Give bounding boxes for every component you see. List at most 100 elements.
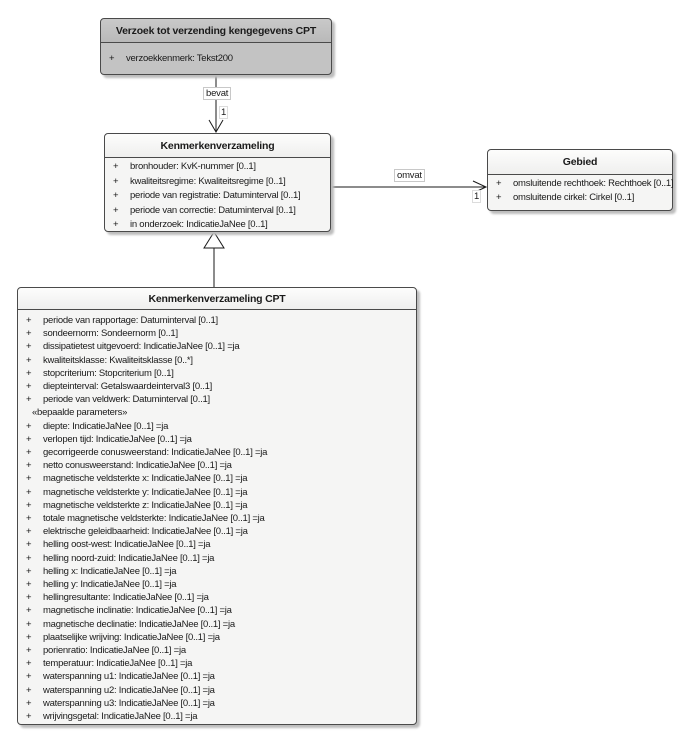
visibility-marker: + [26, 552, 32, 564]
class-verzoek-tot-verzending-kengegevens-cpt[interactable]: Verzoek tot verzending kengegevens CPT +… [100, 18, 332, 75]
attribute-text: elektrische geleidbaarheid: IndicatieJaN… [43, 526, 248, 538]
visibility-marker: + [113, 161, 119, 172]
attribute-row: + omsluitende cirkel: Cirkel [0..1] [488, 191, 672, 205]
attribute-text: helling y: IndicatieJaNee [0..1] =ja [43, 579, 177, 591]
attribute-row: + omsluitende rechthoek: Rechthoek [0..1… [488, 177, 674, 191]
attribute-row: + magnetische declinatie: IndicatieJaNee… [18, 618, 416, 631]
attribute-text: periode van registratie: Datuminterval [… [130, 190, 301, 202]
attribute-row: + wrijvingsgetal: IndicatieJaNee [0..1] … [18, 710, 416, 723]
attribute-row: + helling noord-zuid: IndicatieJaNee [0.… [18, 552, 416, 565]
attribute-row: + diepteinterval: Getalswaardeinterval3 … [18, 380, 416, 393]
visibility-marker: + [26, 433, 32, 445]
attribute-row: + helling oost-west: IndicatieJaNee [0..… [18, 538, 416, 551]
attribute-row: + sondeernorm: Sondeernorm [0..1] [18, 327, 416, 340]
generalization-arrow[interactable] [203, 231, 225, 287]
attribute-row: + magnetische inclinatie: IndicatieJaNee… [18, 604, 416, 617]
attribute-row: + periode van registratie: Datuminterval… [105, 189, 330, 204]
class-title: Kenmerkenverzameling CPT [18, 288, 416, 310]
attribute-text: verlopen tijd: IndicatieJaNee [0..1] =ja [43, 433, 192, 445]
omvat-label[interactable]: omvat [394, 169, 425, 182]
attribute-row: + bronhouder: KvK-nummer [0..1] [105, 160, 330, 175]
visibility-marker: + [26, 658, 32, 670]
bevat-label[interactable]: bevat [203, 87, 232, 100]
class-title: Verzoek tot verzending kengegevens CPT [101, 19, 331, 43]
attribute-row: + diepte: IndicatieJaNee [0..1] =ja [18, 420, 416, 433]
attribute-text: helling noord-zuid: IndicatieJaNee [0..1… [43, 552, 215, 564]
attribute-text: kwaliteitsregime: Kwaliteitsregime [0..1… [130, 175, 286, 187]
class-kenmerkenverzameling-cpt[interactable]: Kenmerkenverzameling CPT + periode van r… [17, 287, 417, 725]
visibility-marker: + [109, 53, 115, 64]
visibility-marker: + [113, 175, 119, 187]
visibility-marker: + [26, 605, 32, 617]
attribute-text: waterspanning u1: IndicatieJaNee [0..1] … [43, 671, 215, 683]
attribute-list: + bronhouder: KvK-nummer [0..1] + kwalit… [105, 158, 330, 233]
attribute-text: porienratio: IndicatieJaNee [0..1] =ja [43, 645, 186, 657]
visibility-marker: + [26, 447, 32, 459]
visibility-marker: + [26, 499, 32, 511]
attribute-row: + temperatuur: IndicatieJaNee [0..1] =ja [18, 657, 416, 670]
visibility-marker: + [26, 565, 32, 577]
attribute-text: hellingresultante: IndicatieJaNee [0..1]… [43, 592, 209, 604]
bevat-association[interactable] [208, 75, 224, 133]
visibility-marker: + [26, 420, 32, 432]
visibility-marker: + [26, 341, 32, 353]
attribute-row: + elektrische geleidbaarheid: IndicatieJ… [18, 525, 416, 538]
attribute-text: omsluitende cirkel: Cirkel [0..1] [513, 192, 635, 203]
visibility-marker: + [26, 697, 32, 709]
attribute-row: + periode van correctie: Datuminterval [… [105, 204, 330, 219]
attribute-text: magnetische declinatie: IndicatieJaNee [… [43, 618, 235, 630]
attribute-list: + verzoekkenmerk: Tekst200 [101, 43, 331, 66]
class-kenmerkenverzameling[interactable]: Kenmerkenverzameling + bronhouder: KvK-n… [104, 133, 331, 232]
visibility-marker: + [26, 631, 32, 643]
class-title: Gebied [488, 150, 672, 175]
visibility-marker: + [26, 513, 32, 525]
visibility-marker: + [26, 711, 32, 723]
visibility-marker: + [26, 328, 32, 340]
attribute-row: + porienratio: IndicatieJaNee [0..1] =ja [18, 644, 416, 657]
attribute-row: + verzoekkenmerk: Tekst200 [101, 51, 331, 66]
attribute-text: netto conusweerstand: IndicatieJaNee [0.… [43, 460, 232, 472]
attribute-row: + kwaliteitsklasse: Kwaliteitsklasse [0.… [18, 354, 416, 367]
attribute-text: magnetische veldsterkte x: IndicatieJaNe… [43, 473, 248, 485]
attribute-row: + dissipatietest uitgevoerd: IndicatieJa… [18, 340, 416, 353]
attribute-text: sondeernorm: Sondeernorm [0..1] [43, 328, 178, 340]
stereotype-label: «bepaalde parameters» [32, 407, 128, 419]
attribute-row: + magnetische veldsterkte y: IndicatieJa… [18, 486, 416, 499]
attribute-text: periode van correctie: Datuminterval [0.… [130, 204, 296, 216]
attribute-row: + periode van veldwerk: Datuminterval [0… [18, 393, 416, 406]
attribute-row: + waterspanning u3: IndicatieJaNee [0..1… [18, 697, 416, 710]
attribute-row: + stopcriterium: Stopcriterium [0..1] [18, 367, 416, 380]
visibility-marker: + [113, 204, 119, 216]
attribute-row: + helling x: IndicatieJaNee [0..1] =ja [18, 565, 416, 578]
visibility-marker: + [496, 178, 502, 189]
visibility-marker: + [26, 684, 32, 696]
attribute-text: temperatuur: IndicatieJaNee [0..1] =ja [43, 658, 193, 670]
attribute-text: bronhouder: KvK-nummer [0..1] [130, 161, 256, 172]
attribute-text: in onderzoek: IndicatieJaNee [0..1] [130, 219, 268, 231]
visibility-marker: + [496, 192, 502, 203]
visibility-marker: + [26, 315, 32, 326]
attribute-text: omsluitende rechthoek: Rechthoek [0..1] [513, 178, 674, 189]
attribute-text: verzoekkenmerk: Tekst200 [126, 53, 233, 64]
attribute-row: + plaatselijke wrijving: IndicatieJaNee … [18, 631, 416, 644]
attribute-text: helling x: IndicatieJaNee [0..1] =ja [43, 565, 177, 577]
attribute-text: plaatselijke wrijving: IndicatieJaNee [0… [43, 631, 220, 643]
attribute-row: + periode van rapportage: Datuminterval … [18, 314, 416, 327]
visibility-marker: + [26, 618, 32, 630]
attribute-row: + magnetische veldsterkte x: IndicatieJa… [18, 472, 416, 485]
attribute-text: periode van veldwerk: Datuminterval [0..… [43, 394, 210, 406]
attribute-row: + helling y: IndicatieJaNee [0..1] =ja [18, 578, 416, 591]
attribute-text: waterspanning u2: IndicatieJaNee [0..1] … [43, 684, 215, 696]
omvat-association[interactable] [331, 180, 488, 194]
attribute-text: dissipatietest uitgevoerd: IndicatieJaNe… [43, 341, 240, 353]
attribute-row: + magnetische veldsterkte z: IndicatieJa… [18, 499, 416, 512]
attribute-list: + omsluitende rechthoek: Rechthoek [0..1… [488, 175, 674, 205]
attribute-row: + kwaliteitsregime: Kwaliteitsregime [0.… [105, 175, 330, 190]
class-gebied[interactable]: Gebied + omsluitende rechthoek: Rechthoe… [487, 149, 674, 211]
visibility-marker: + [26, 473, 32, 485]
attribute-text: wrijvingsgetal: IndicatieJaNee [0..1] =j… [43, 711, 198, 723]
visibility-marker: + [26, 592, 32, 604]
visibility-marker: + [113, 219, 119, 231]
